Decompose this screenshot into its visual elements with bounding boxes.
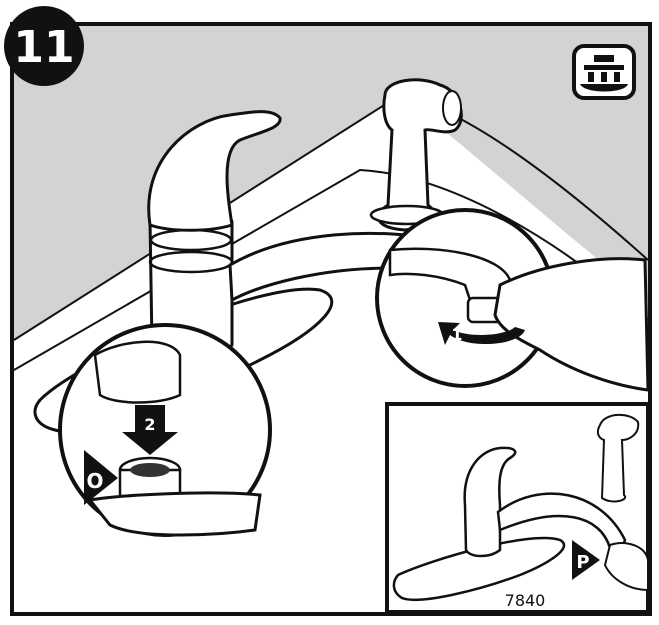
rotation-arrow-1 <box>438 322 525 345</box>
pointer-p <box>572 540 600 580</box>
pointer-o <box>84 450 118 505</box>
step-badge <box>4 6 84 86</box>
faucet-installation-icon <box>572 44 636 100</box>
side-sprayer <box>376 78 463 232</box>
callout-2-label: 2 <box>144 415 155 434</box>
model-number: 7840 <box>505 591 546 610</box>
sprayer-nozzle <box>442 90 462 126</box>
callout-o-label: O <box>86 469 103 493</box>
backsplash-wall <box>14 26 648 340</box>
arrow-down-2 <box>122 405 178 455</box>
callout-p-label: P <box>576 552 589 573</box>
inset-faucet <box>463 446 517 558</box>
faucet-collar-lower <box>148 250 234 274</box>
faucet-handle <box>147 110 282 232</box>
spout-end-detail <box>93 340 182 404</box>
inset-hand <box>603 542 649 592</box>
inset-sprayer <box>596 413 640 503</box>
o-ring <box>130 463 170 477</box>
hand-left <box>87 491 262 537</box>
step-number: 11 <box>13 22 74 73</box>
callout-1-label: 1 <box>451 325 462 344</box>
